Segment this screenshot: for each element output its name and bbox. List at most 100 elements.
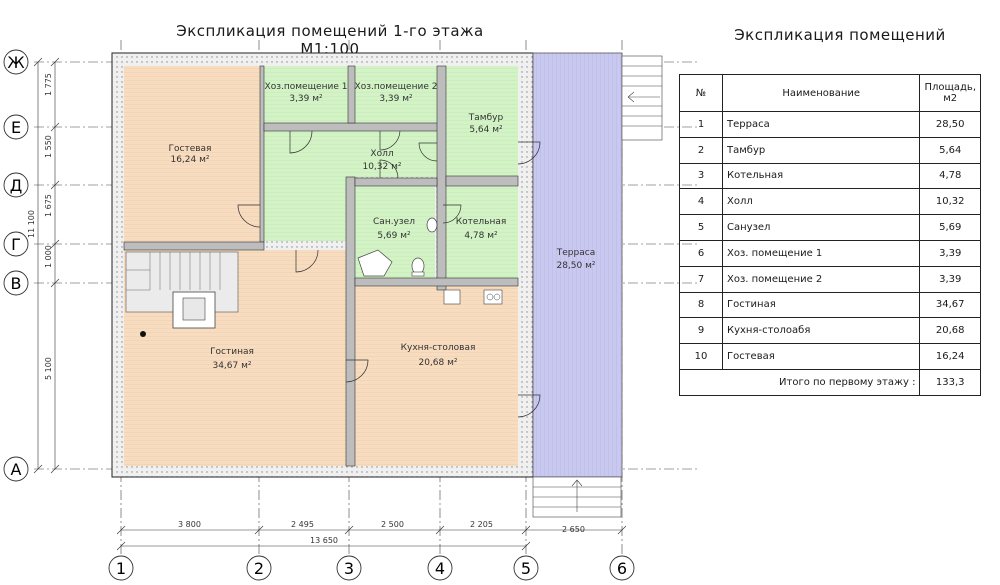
label-gostinaya-area: 34,67 м² bbox=[212, 361, 251, 371]
label-holl-name: Холл bbox=[370, 149, 393, 159]
row-num: 9 bbox=[679, 317, 723, 345]
label-hoz1-area: 3,39 м² bbox=[289, 94, 323, 104]
table-total-row: Итого по первому этажу : 133,3 bbox=[678, 368, 981, 396]
table-row: 3 Котельная 4,78 bbox=[679, 162, 981, 190]
row-num: 6 bbox=[679, 239, 723, 267]
row-marker-a: А bbox=[11, 460, 22, 479]
room-hoz-1 bbox=[264, 66, 348, 123]
col-marker-2: 2 bbox=[254, 559, 264, 578]
row-name: Терраса bbox=[721, 111, 921, 138]
row-area: 34,67 bbox=[919, 291, 981, 319]
row-area: 3,39 bbox=[919, 265, 981, 293]
label-kuhnya-area: 20,68 м² bbox=[418, 358, 457, 368]
hdim-1: 3 800 bbox=[178, 520, 201, 529]
row-area: 5,69 bbox=[919, 214, 981, 241]
toilet-icon bbox=[411, 257, 425, 277]
row-num: 10 bbox=[679, 343, 723, 370]
header-name: Наименование bbox=[721, 74, 921, 112]
label-kuhnya-name: Кухня-столовая bbox=[401, 343, 476, 353]
table-row: 9 Кухня-столоабя 20,68 bbox=[679, 317, 981, 345]
label-tambur-name: Тамбур bbox=[468, 113, 504, 123]
row-marker-e: Е bbox=[11, 118, 21, 137]
col-markers: 1 2 3 4 5 6 bbox=[108, 555, 635, 581]
row-num: 8 bbox=[679, 291, 723, 319]
table-row: 2 Тамбур 5,64 bbox=[679, 136, 981, 164]
room-terrasa bbox=[532, 52, 623, 478]
label-tambur-area: 5,64 м² bbox=[469, 125, 503, 135]
row-name: Хоз. помещение 2 bbox=[721, 265, 921, 293]
table-row: 7 Хоз. помещение 2 3,39 bbox=[679, 265, 981, 293]
col-marker-1: 1 bbox=[116, 559, 126, 578]
table-row: 4 Холл 10,32 bbox=[679, 188, 981, 216]
row-num: 3 bbox=[679, 162, 723, 190]
table-title: Экспликация помещений bbox=[734, 26, 946, 44]
row-num: 1 bbox=[679, 111, 723, 138]
room-holl-a bbox=[264, 131, 437, 177]
label-hoz1-name: Хоз.помещение 1 bbox=[265, 82, 348, 92]
row-name: Санузел bbox=[721, 214, 921, 241]
label-kotelnaya-name: Котельная bbox=[456, 217, 507, 227]
room-tambur bbox=[446, 66, 518, 176]
row-area: 4,78 bbox=[919, 162, 981, 190]
room-kuhnya bbox=[355, 286, 518, 466]
row-name: Тамбур bbox=[721, 136, 921, 164]
col-marker-5: 5 bbox=[521, 559, 531, 578]
room-kotelnaya bbox=[443, 186, 518, 278]
table-row: 6 Хоз. помещение 1 3,39 bbox=[679, 239, 981, 267]
stair bbox=[125, 251, 239, 337]
hdim-3: 2 500 bbox=[381, 520, 404, 529]
doors bbox=[237, 130, 541, 418]
vdim-2: 1 550 bbox=[44, 135, 53, 158]
room-hoz-2 bbox=[355, 66, 437, 123]
label-kotelnaya-area: 4,78 м² bbox=[464, 231, 498, 241]
row-marker-zh: Ж bbox=[7, 53, 24, 72]
table-row: 5 Санузел 5,69 bbox=[679, 214, 981, 241]
hdim-4: 2 205 bbox=[470, 520, 493, 529]
row-marker-g: Г bbox=[11, 235, 21, 254]
sink-icon bbox=[426, 217, 438, 233]
label-sanuzel-name: Сан.узел bbox=[373, 217, 415, 227]
row-area: 3,39 bbox=[919, 239, 981, 267]
vdim-4: 1 000 bbox=[44, 245, 53, 268]
row-name: Гостиная bbox=[721, 291, 921, 319]
row-area: 5,64 bbox=[919, 136, 981, 164]
room-gostevaya bbox=[124, 66, 260, 242]
row-num: 7 bbox=[679, 265, 723, 293]
col-marker-4: 4 bbox=[435, 559, 445, 578]
row-markers: Ж Е Д Г В А bbox=[3, 49, 29, 482]
row-area: 28,50 bbox=[919, 111, 981, 138]
left-dimensions bbox=[33, 57, 60, 474]
table-row: 1 Терраса 28,50 bbox=[679, 111, 981, 138]
row-area: 16,24 bbox=[919, 343, 981, 370]
header-num: № bbox=[679, 74, 723, 112]
label-holl-area: 10,32 м² bbox=[362, 162, 401, 172]
label-hoz2-name: Хоз.помещение 2 bbox=[355, 82, 438, 92]
label-gostinaya-name: Гостиная bbox=[210, 347, 254, 357]
label-gostevaya-name: Гостевая bbox=[169, 144, 212, 154]
vdim-overall: 11 100 bbox=[27, 210, 36, 238]
bathtub-icon bbox=[357, 249, 393, 277]
row-marker-v: В bbox=[11, 274, 22, 293]
hdim-2: 2 495 bbox=[291, 520, 314, 529]
hdim-5: 2 650 bbox=[562, 525, 585, 534]
col-marker-3: 3 bbox=[344, 559, 354, 578]
row-num: 2 bbox=[679, 136, 723, 164]
bottom-dimensions bbox=[116, 525, 627, 551]
row-area: 20,68 bbox=[919, 317, 981, 345]
row-name: Холл bbox=[721, 188, 921, 216]
vdim-5: 5 100 bbox=[44, 357, 53, 380]
room-holl-b bbox=[264, 177, 346, 241]
left-dimension-labels: 1 775 1 550 1 675 1 000 5 100 11 100 bbox=[27, 73, 53, 380]
total-value: 133,3 bbox=[919, 368, 981, 396]
label-terrasa-area: 28,50 м² bbox=[556, 261, 595, 271]
vdim-1: 1 775 bbox=[44, 73, 53, 96]
label-sanuzel-area: 5,69 м² bbox=[377, 231, 411, 241]
label-hoz2-area: 3,39 м² bbox=[379, 94, 413, 104]
label-gostevaya-area: 16,24 м² bbox=[170, 155, 209, 165]
room-labels: Гостевая 16,24 м² Хоз.помещение 1 3,39 м… bbox=[169, 82, 596, 371]
table-header-row: № Наименование Площадь, м2 bbox=[679, 74, 981, 112]
vdim-3: 1 675 bbox=[44, 194, 53, 217]
row-num: 5 bbox=[679, 214, 723, 241]
row-name: Хоз. помещение 1 bbox=[721, 239, 921, 267]
